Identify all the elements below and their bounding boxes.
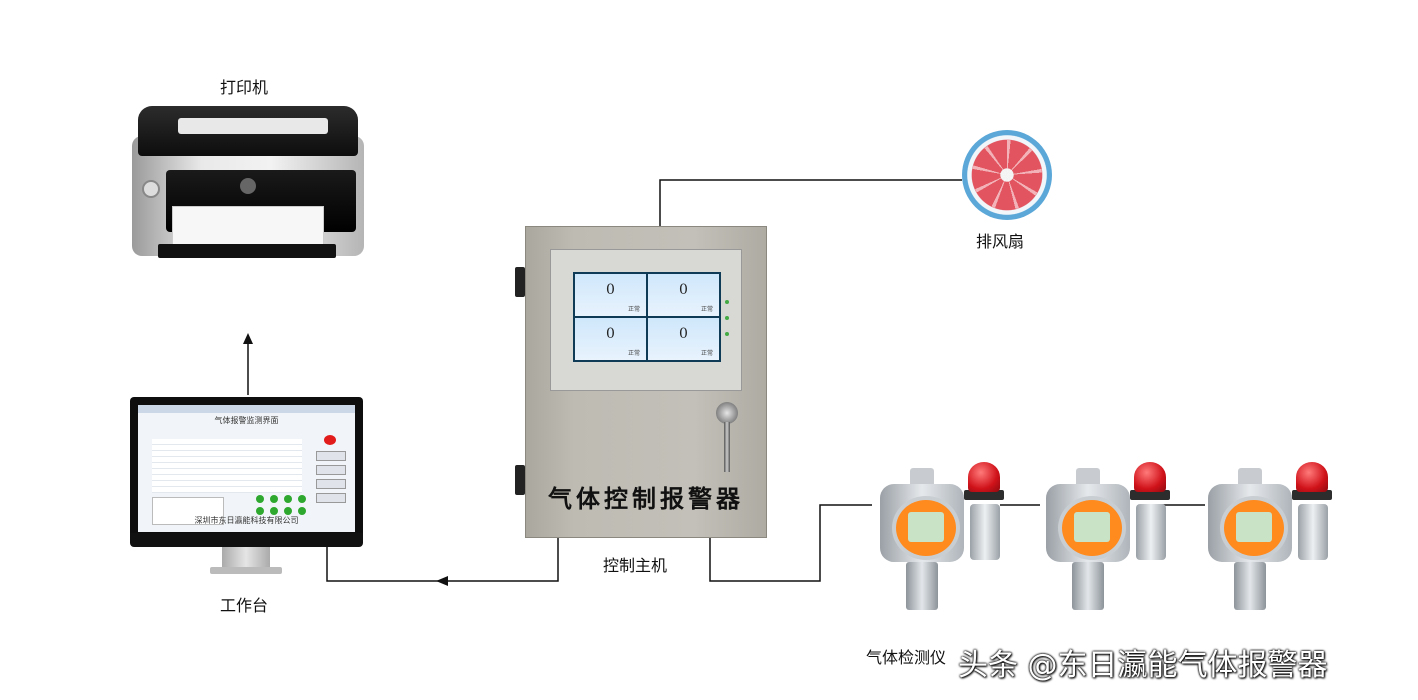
key-icon <box>724 422 730 472</box>
status-dot-icon <box>284 495 292 503</box>
hmi-screen: 0 正常 0 正常 0 正常 0 正常 <box>573 272 721 362</box>
led-icon <box>725 316 729 320</box>
watermark: 头条 @东日瀛能气体报警器 <box>958 648 1328 683</box>
cabinet-title: 气体控制报警器 <box>548 484 744 513</box>
alarm-light-icon <box>1134 462 1166 492</box>
fan-label: 排风扇 <box>976 232 1025 251</box>
status-dot-icon <box>298 495 306 503</box>
status-dot-icon <box>256 507 264 515</box>
gas-detector-icon <box>1190 462 1332 612</box>
hmi-panel: 0 正常 0 正常 0 正常 0 正常 <box>550 249 742 391</box>
printer-icon <box>132 106 364 271</box>
hinge <box>515 267 525 297</box>
led-icon <box>725 332 729 336</box>
status-dot-icon <box>270 495 278 503</box>
screen-button <box>316 451 346 461</box>
hmi-cell: 0 正常 <box>648 318 719 360</box>
monitor-icon: 气体报警监测界面 深圳市东日瀛能科技有限公司 <box>130 397 363 577</box>
status-dot-icon <box>298 507 306 515</box>
arrow-to-printer <box>243 333 253 344</box>
hmi-cell: 0 正常 <box>575 318 646 360</box>
alarm-light-icon <box>968 462 1000 492</box>
screen-map <box>152 497 224 525</box>
control-cabinet: 0 正常 0 正常 0 正常 0 正常 气体控制报警器 <box>515 226 767 538</box>
detector-label: 气体检测仪 <box>866 648 947 667</box>
fan-icon <box>962 130 1052 220</box>
wire-controller-fan <box>659 179 962 226</box>
status-dot-icon <box>284 507 292 515</box>
alarm-light-icon <box>1296 462 1328 492</box>
controller-label: 控制主机 <box>603 556 668 575</box>
status-dot-icon <box>256 495 264 503</box>
screen-footer: 深圳市东日瀛能科技有限公司 <box>194 516 299 525</box>
status-dot-icon <box>270 507 278 515</box>
hinge <box>515 465 525 495</box>
screen-table <box>152 439 302 493</box>
printer-label: 打印机 <box>220 78 269 97</box>
arrow-to-workstation <box>436 576 448 586</box>
gas-detector-icon <box>862 462 1004 612</box>
workstation-screen: 气体报警监测界面 深圳市东日瀛能科技有限公司 <box>138 405 355 532</box>
screen-button <box>316 479 346 489</box>
screen-button <box>316 465 346 475</box>
screen-title: 气体报警监测界面 <box>214 416 279 425</box>
wire-controller-detectors <box>709 504 872 582</box>
hmi-cell: 0 正常 <box>648 274 719 316</box>
key-lock-icon <box>716 402 738 424</box>
screen-button <box>316 493 346 503</box>
workstation-label: 工作台 <box>220 596 269 615</box>
alarm-indicator-icon <box>324 435 336 445</box>
led-icon <box>725 300 729 304</box>
hmi-cell: 0 正常 <box>575 274 646 316</box>
gas-detector-icon <box>1028 462 1170 612</box>
